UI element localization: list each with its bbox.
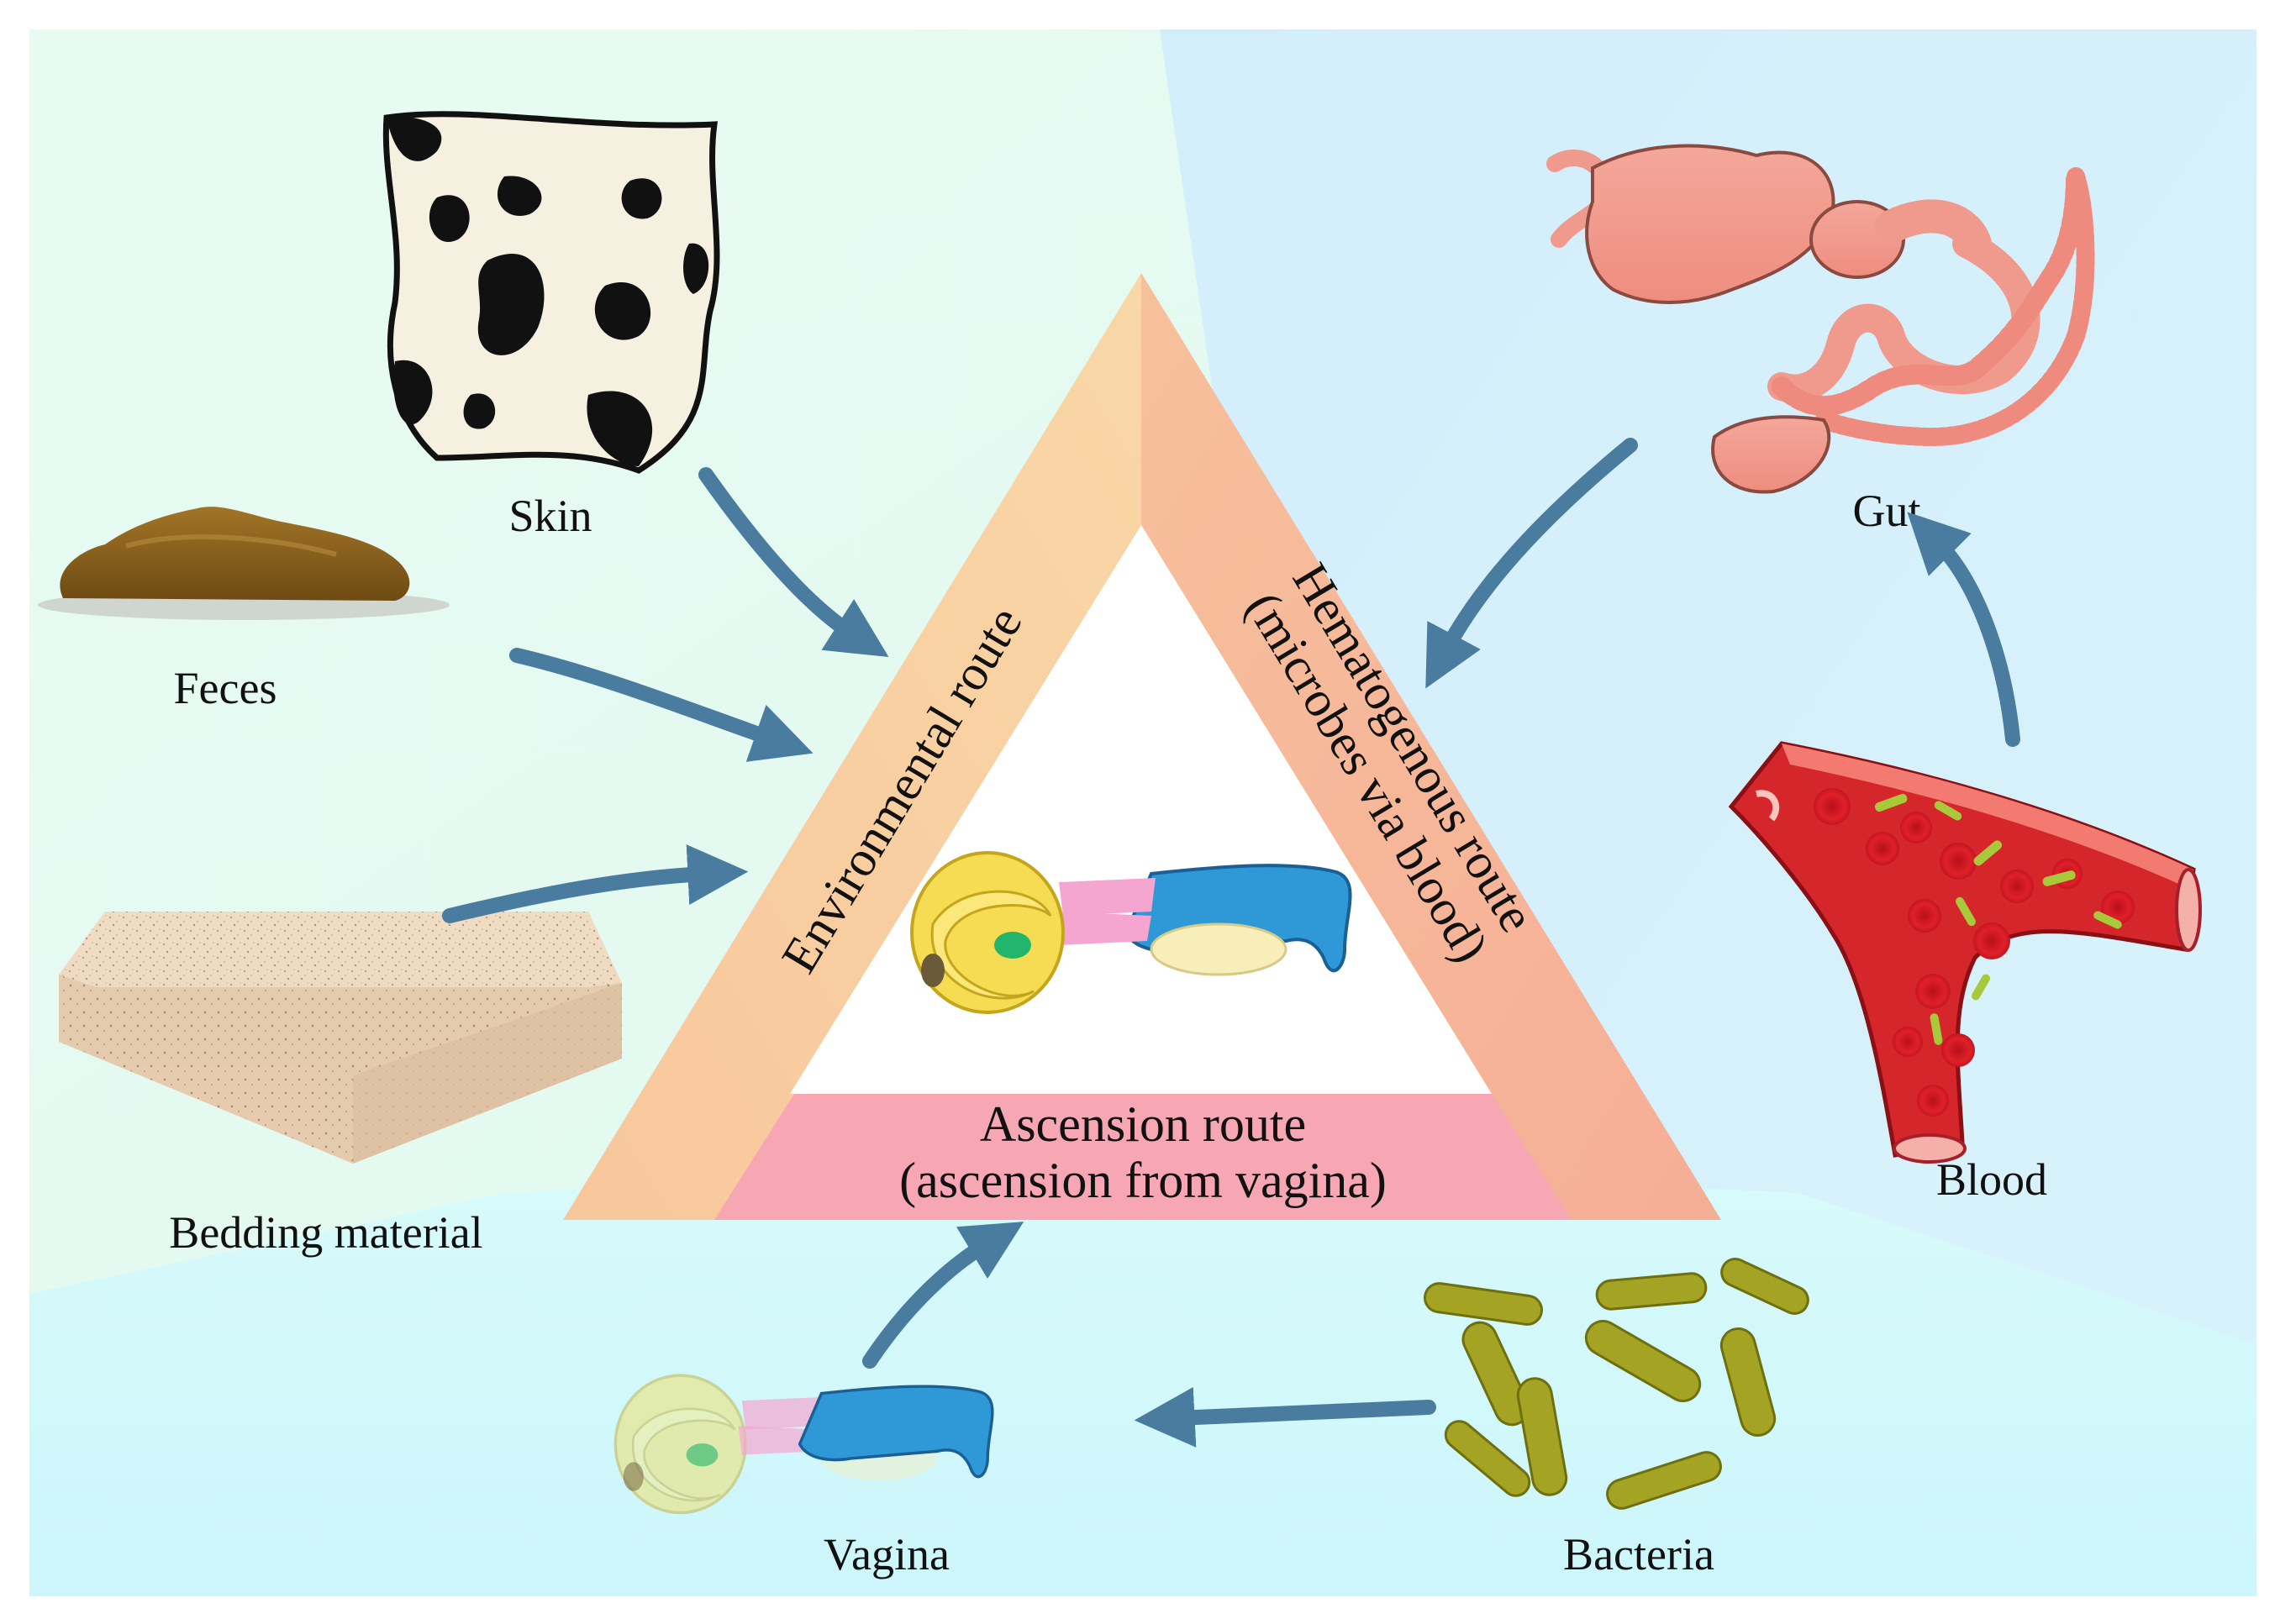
bedding-material-illustration	[59, 912, 622, 1164]
ascension-route-label-line2: (ascension from vagina)	[899, 1153, 1387, 1208]
blood-vessel-illustration	[1728, 741, 2202, 1164]
route-triangle	[563, 273, 1721, 1220]
arrows	[442, 438, 2020, 1448]
skin-illustration	[382, 111, 720, 474]
vagina-illustration	[613, 1374, 994, 1515]
blood-label: Blood	[1936, 1154, 2047, 1205]
ascension-route-band	[714, 1094, 1572, 1220]
bacteria-illustration	[1424, 1258, 1809, 1510]
feces-illustration	[38, 507, 450, 620]
bacteria-label: Bacteria	[1563, 1529, 1714, 1579]
skin-label: Skin	[508, 491, 592, 541]
feces-label: Feces	[174, 663, 277, 713]
arrow-bacteria-to-vagina	[1134, 1386, 1436, 1448]
gut-label: Gut	[1853, 486, 1921, 536]
bedding-material-label: Bedding material	[169, 1207, 482, 1258]
arrow-skin-to-triangle	[698, 467, 889, 658]
arrow-vagina-to-triangle	[862, 1222, 1024, 1369]
ascension-route-label-line1: Ascension route	[980, 1096, 1306, 1152]
arrow-blood-to-gut	[1907, 512, 2020, 747]
bottom-background	[29, 1159, 2256, 1596]
vagina-label: Vagina	[824, 1529, 950, 1579]
reproductive-tract-illustration	[910, 851, 1352, 1014]
gut-illustration	[1546, 144, 2095, 494]
arrow-feces-to-triangle	[509, 648, 814, 762]
arrow-bedding-to-triangle	[442, 844, 749, 923]
arrow-gut-to-triangle	[1425, 438, 1638, 689]
